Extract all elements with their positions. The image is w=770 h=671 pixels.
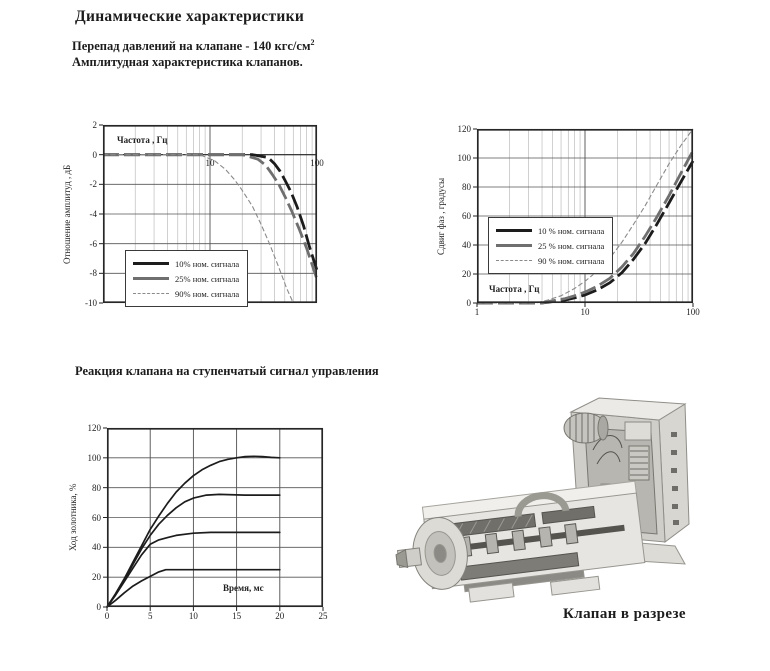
tick-label: -10 xyxy=(85,298,97,308)
tick-label: 80 xyxy=(92,482,101,493)
legend-label: 90 % ном. сигнала xyxy=(538,255,605,266)
pressure-drop-text: Перепад давлений на клапане - 140 кгс/см xyxy=(72,39,311,54)
tick-label: -2 xyxy=(89,179,98,190)
tick-label: -8 xyxy=(89,268,98,279)
tick-label: 20 xyxy=(92,572,101,583)
legend-label: 10 % ном. сигнала xyxy=(538,225,605,236)
legend-label: 25 % ном. сигнала xyxy=(538,240,605,251)
tick-label: 60 xyxy=(92,512,101,523)
legend-line-sample xyxy=(496,260,532,261)
tick-label: 100 xyxy=(686,307,700,317)
legend-line-sample xyxy=(496,229,532,232)
tick-label: 40 xyxy=(462,240,471,250)
legend-item: 25% ном. сигнала xyxy=(133,271,239,286)
legend-label: 90% ном. сигнала xyxy=(175,288,240,299)
legend-line-sample xyxy=(133,277,169,280)
legend-line-sample xyxy=(496,244,532,247)
tick-label: 10 xyxy=(188,611,198,621)
tick-label: -4 xyxy=(89,209,98,219)
tick-label: 100 xyxy=(310,157,324,168)
tick-label: 15 xyxy=(232,611,242,621)
tick-label: 0 xyxy=(466,298,472,308)
step-x-axis-label: Время, мс xyxy=(223,583,264,593)
legend-item: 25 % ном. сигнала xyxy=(496,238,604,253)
legend-item: 10% ном. сигнала xyxy=(133,256,239,271)
phase-legend: 10 % ном. сигнала 25 % ном. сигнала 90 %… xyxy=(488,217,614,274)
tick-label: 10 xyxy=(580,307,590,317)
tick-label: 2 xyxy=(92,120,98,130)
step-plot-area xyxy=(103,427,324,611)
tick-label: 10 xyxy=(205,157,215,168)
step-response-heading: Реакция клапана на ступенчатый сигнал уп… xyxy=(75,364,379,378)
legend-label: 25% ном. сигнала xyxy=(175,273,240,284)
tick-label: 0 xyxy=(104,611,110,621)
legend-item: 90 % ном. сигнала xyxy=(496,253,604,268)
phase-plot-area xyxy=(473,128,695,307)
pressure-drop-line: Перепад давлений на клапане - 140 кгс/см… xyxy=(72,38,314,54)
valve-caption: Клапан в разрезе xyxy=(563,606,686,622)
phase-x-axis-label: Частота , Гц xyxy=(489,284,540,294)
tick-label: 100 xyxy=(87,452,102,463)
tick-label: 60 xyxy=(462,211,471,221)
amplitude-x-axis-label: Частота , Гц xyxy=(117,135,168,145)
page-title: Динамические характеристики xyxy=(75,8,305,25)
tick-label: 40 xyxy=(92,542,101,553)
tick-label: 0 xyxy=(96,602,102,612)
legend-label: 10% ном. сигнала xyxy=(175,258,240,269)
tick-label: 120 xyxy=(457,124,472,134)
amplitude-subtitle: Амплитудная характеристика клапанов. xyxy=(72,55,303,69)
valve-body xyxy=(395,480,646,603)
amplitude-legend: 10% ном. сигнала 25% ном. сигнала 90% но… xyxy=(125,250,249,307)
legend-line-sample xyxy=(133,293,169,294)
valve-cutaway-image xyxy=(395,397,690,603)
legend-line-sample xyxy=(133,262,169,265)
tick-label: 25 xyxy=(318,611,328,621)
amplitude-chart-figure: Отношение амплитуд , дБ Частота , Гц 10%… xyxy=(60,112,360,317)
tick-label: 20 xyxy=(275,611,285,621)
legend-item: 10 % ном. сигнала xyxy=(496,223,604,238)
tick-label: 0 xyxy=(92,149,98,160)
tick-label: -6 xyxy=(89,238,98,249)
tick-label: 80 xyxy=(462,182,471,192)
tick-label: 120 xyxy=(87,423,102,433)
legend-item: 90% ном. сигнала xyxy=(133,286,239,301)
tick-label: 20 xyxy=(462,269,471,279)
phase-chart-figure: Сдвиг фаз , градусы Частота , Гц 10 % но… xyxy=(434,112,734,327)
tick-label: 1 xyxy=(474,307,480,317)
tick-label: 5 xyxy=(147,611,153,621)
pressure-superscript: 2 xyxy=(310,38,315,47)
tick-label: 100 xyxy=(457,153,472,163)
